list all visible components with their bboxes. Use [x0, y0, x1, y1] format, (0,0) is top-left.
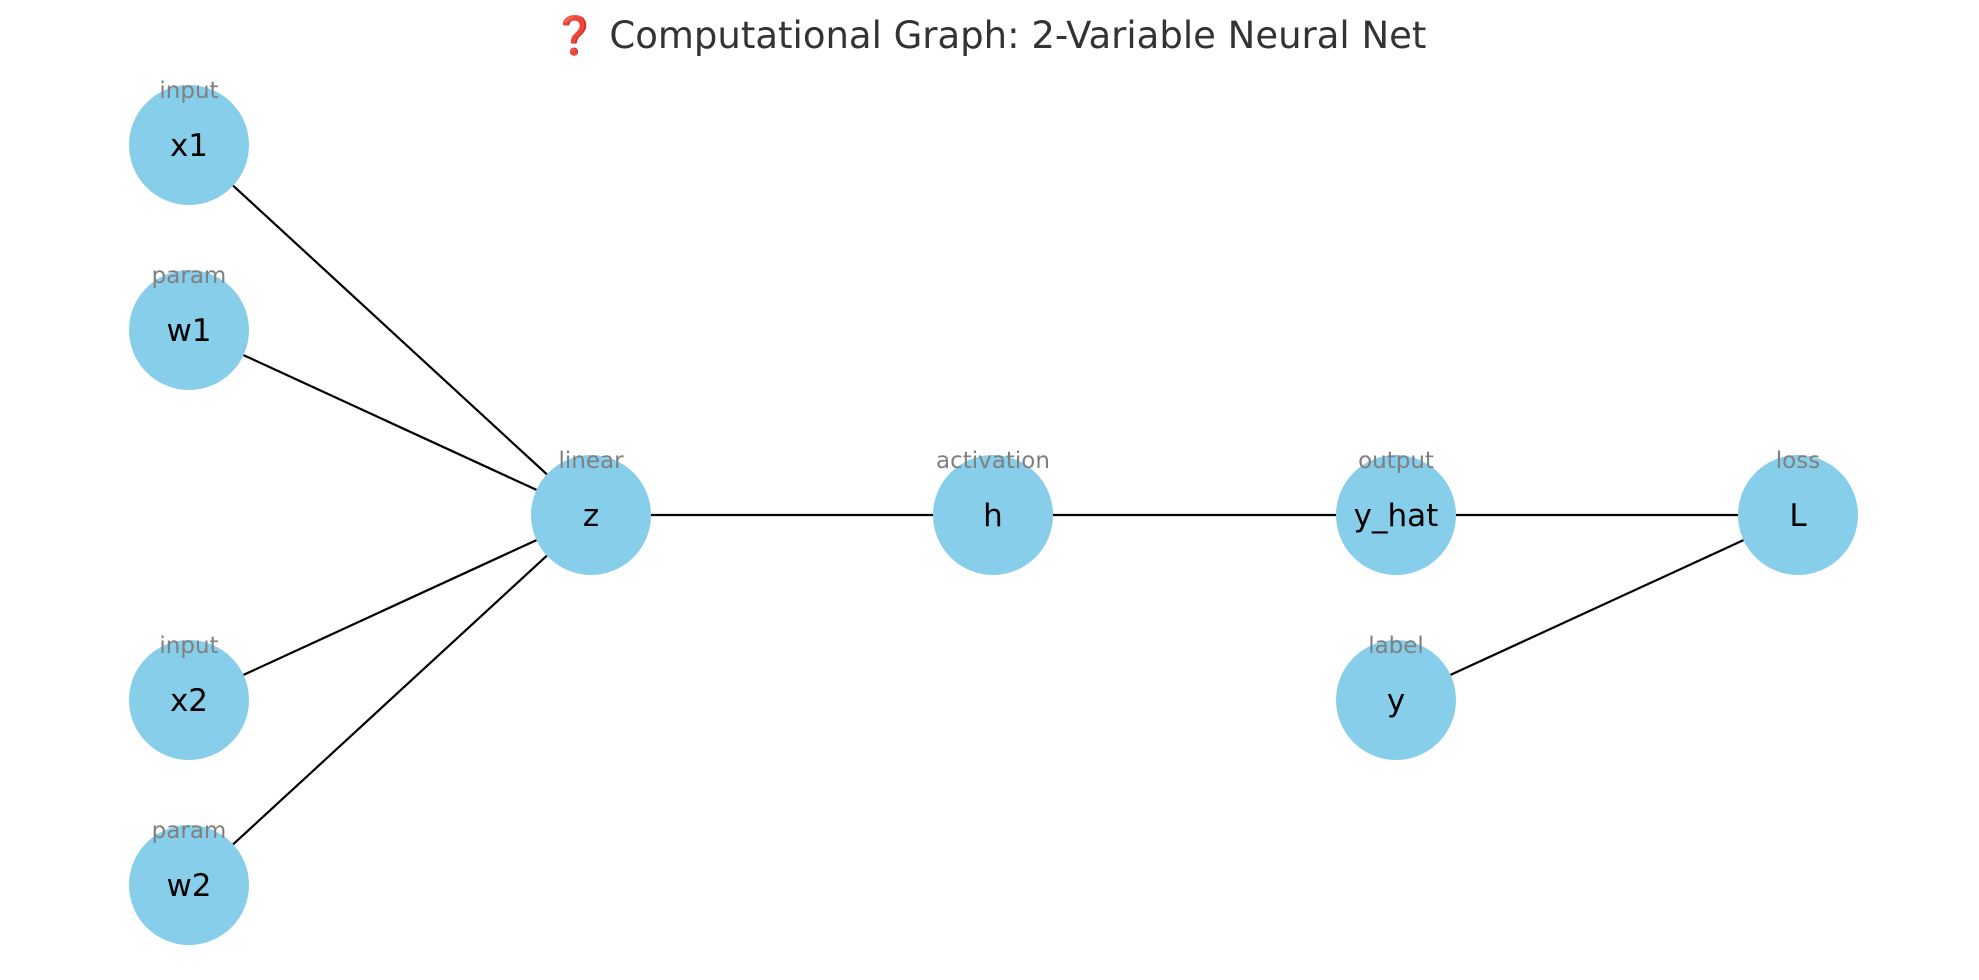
node-type-label: input: [159, 78, 218, 104]
node-circle: [1336, 640, 1456, 760]
node-circle: [531, 455, 651, 575]
node-circle: [129, 640, 249, 760]
node-w2: w2 param: [129, 818, 249, 945]
node-circle: [129, 270, 249, 390]
node-type-label: param: [152, 263, 227, 289]
node-label: x2: [170, 683, 208, 719]
node-y_hat: y_hat output: [1336, 448, 1456, 575]
node-label: y_hat: [1354, 498, 1439, 534]
node-circle: [933, 455, 1053, 575]
edges-layer: [232, 184, 1744, 846]
node-circle: [1738, 455, 1858, 575]
node-type-label: input: [159, 633, 218, 659]
node-x2: x2 input: [129, 633, 249, 760]
node-type-label: output: [1358, 448, 1434, 474]
node-h: h activation: [933, 448, 1053, 575]
node-circle: [129, 825, 249, 945]
node-type-label: label: [1368, 633, 1424, 659]
node-z: z linear: [531, 448, 651, 575]
node-type-label: param: [152, 818, 227, 844]
edge-x1-to-z: [232, 184, 548, 476]
nodes-layer: x1 input w1 param x2 input w2 param z linear h acti…: [129, 78, 1858, 945]
node-label: h: [983, 498, 1003, 534]
node-w1: w1 param: [129, 263, 249, 390]
edge-x2-to-z: [243, 539, 537, 676]
node-label: L: [1789, 498, 1807, 534]
diagram-title: ❓ Computational Graph: 2-Variable Neural…: [552, 14, 1427, 57]
node-circle: [129, 85, 249, 205]
node-label: w1: [166, 313, 211, 349]
edge-w2-to-z: [232, 554, 548, 846]
node-circle: [1336, 455, 1456, 575]
node-y: y label: [1336, 633, 1456, 760]
node-label: z: [583, 498, 599, 534]
edge-y-to-L: [1450, 539, 1744, 676]
node-type-label: loss: [1776, 448, 1820, 474]
node-label: y: [1387, 683, 1405, 719]
node-label: w2: [166, 868, 211, 904]
node-label: x1: [170, 128, 208, 164]
node-x1: x1 input: [129, 78, 249, 205]
node-type-label: activation: [936, 448, 1050, 474]
node-type-label: linear: [558, 448, 624, 474]
edge-w1-to-z: [243, 354, 537, 491]
